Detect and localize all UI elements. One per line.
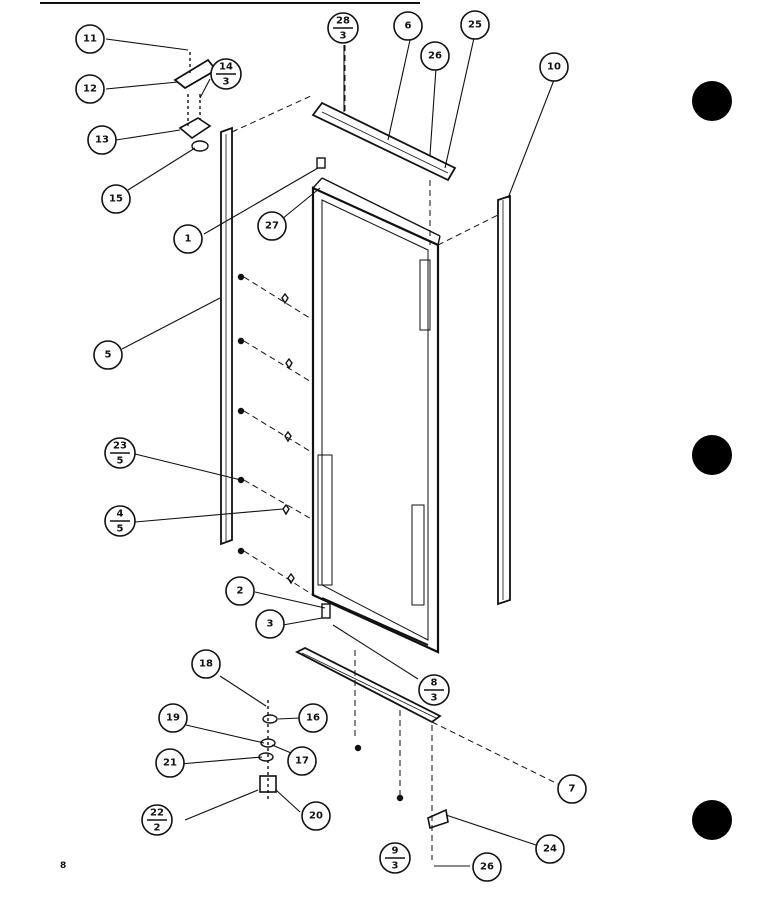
callout-11: 11 xyxy=(83,34,97,45)
binder-holes xyxy=(692,81,732,840)
callout-13: 13 xyxy=(95,135,109,146)
fraction-23-den: 5 xyxy=(117,456,124,467)
fraction-14-num: 14 xyxy=(219,62,233,73)
callout-27: 27 xyxy=(265,221,279,232)
fraction-4-num: 4 xyxy=(117,509,124,520)
bottom-hinge xyxy=(258,700,278,800)
callout-18: 18 xyxy=(199,659,213,670)
callout-26-bottom: 26 xyxy=(480,862,494,873)
right-gasket xyxy=(497,194,511,606)
callout-6: 6 xyxy=(405,21,412,32)
fraction-bars xyxy=(110,27,444,859)
callout-5: 5 xyxy=(105,350,112,361)
left-channel xyxy=(220,126,233,546)
callout-17: 17 xyxy=(295,756,309,767)
fraction-22-num: 22 xyxy=(150,808,164,819)
fraction-9-num: 9 xyxy=(392,846,399,857)
callout-10: 10 xyxy=(547,62,561,73)
callout-21: 21 xyxy=(163,758,177,769)
fraction-14-den: 3 xyxy=(223,77,230,88)
top-bracket xyxy=(311,101,457,182)
callout-15: 15 xyxy=(109,194,123,205)
callout-24: 24 xyxy=(543,844,557,855)
small-plate xyxy=(427,808,449,830)
callout-25: 25 xyxy=(468,20,482,31)
leader-lines xyxy=(105,37,555,867)
top-hinge xyxy=(173,52,218,152)
callout-7: 7 xyxy=(569,784,576,795)
assembly-lines xyxy=(231,45,561,860)
callout-12: 12 xyxy=(83,84,97,95)
callout-16: 16 xyxy=(306,713,320,724)
fraction-28-num: 28 xyxy=(336,16,350,27)
page-number: 8 xyxy=(60,861,66,871)
fraction-28-den: 3 xyxy=(340,31,347,42)
fraction-8-num: 8 xyxy=(431,678,438,689)
fraction-labels: 28 3 14 3 23 5 4 5 8 3 22 2 9 3 xyxy=(113,16,437,872)
callout-26-top: 26 xyxy=(428,51,442,62)
clips xyxy=(281,157,331,619)
fraction-4-den: 5 xyxy=(117,524,124,535)
fraction-8-den: 3 xyxy=(431,693,438,704)
callout-labels: 11 12 13 15 1 27 5 2 3 6 25 26 10 18 19 … xyxy=(83,20,575,873)
callout-3: 3 xyxy=(267,619,274,630)
callout-circles xyxy=(75,10,587,882)
fraction-9-den: 3 xyxy=(392,861,399,872)
door-panel xyxy=(311,177,441,654)
fraction-23-num: 23 xyxy=(113,441,127,452)
bottom-bracket xyxy=(295,646,442,724)
callout-20: 20 xyxy=(309,811,323,822)
fraction-22-den: 2 xyxy=(154,823,161,834)
fraction-circles xyxy=(104,12,450,874)
callout-1: 1 xyxy=(185,234,192,245)
callout-2: 2 xyxy=(237,586,244,597)
callout-19: 19 xyxy=(166,713,180,724)
side-screws xyxy=(237,273,404,802)
